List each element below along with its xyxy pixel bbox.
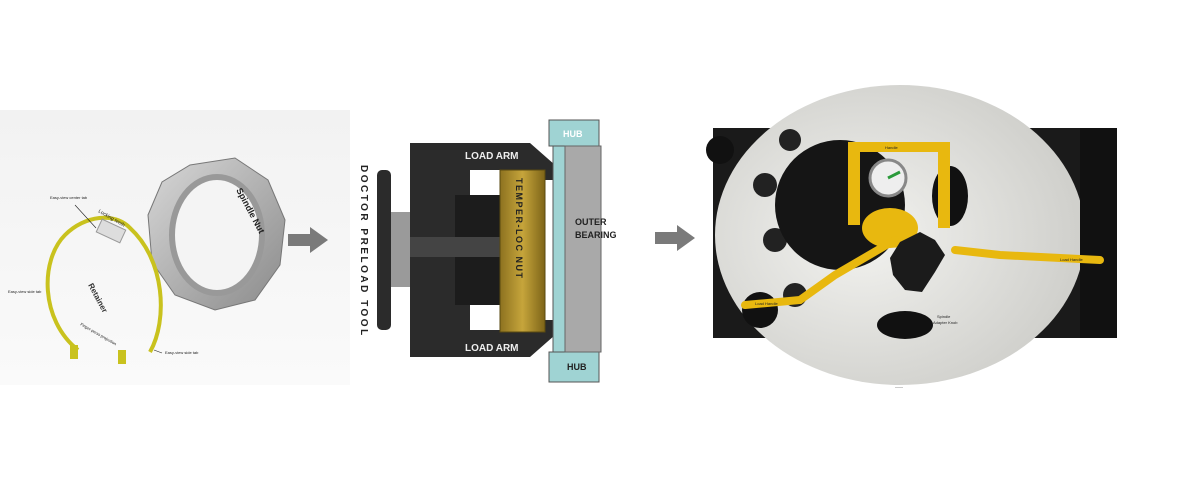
- load-handle-right: [951, 246, 1104, 264]
- load-handle-left: [741, 236, 899, 309]
- finger-press-projection-right: [118, 350, 126, 364]
- spindle-nut: Spindle Nut: [147, 157, 286, 311]
- retainer-panel: Spindle Nut Retainer Locking teeth Easy-…: [0, 110, 350, 385]
- knob-label-1: Spindle: [937, 314, 951, 319]
- outer-bearing: [564, 145, 602, 353]
- tool-name-label: DOCTOR PRELOAD TOOL: [358, 165, 369, 338]
- load-arm-bottom-label: LOAD ARM: [465, 343, 519, 354]
- side-tab-left-label: Easy-view side tab: [8, 289, 42, 294]
- arrow-right-icon: [288, 227, 328, 253]
- tool-body: [410, 143, 555, 357]
- locking-teeth: [95, 218, 127, 244]
- side-tab-right-label: Easy-view side tab: [165, 350, 199, 355]
- hub-top-label: HUB: [563, 129, 583, 139]
- hub-top: [548, 119, 600, 147]
- tool-shaft: [391, 212, 411, 287]
- tool-disc: [377, 170, 391, 330]
- temper-loc-nut: [499, 169, 546, 333]
- load-arm-top-label: LOAD ARM: [465, 151, 519, 162]
- tool-photo: Handle Load Handle Load Handle Spindle A…: [706, 85, 1117, 385]
- center-tab-label: Easy-view center tab: [50, 195, 88, 200]
- load-handle-right-label: Load Handle: [1060, 257, 1083, 262]
- nut-label: TEMPER-LOC NUT: [514, 178, 524, 280]
- load-handle-left-label: Load Handle: [755, 301, 778, 306]
- knob-label-2: Adapter Knob: [933, 320, 958, 325]
- outer-bearing-label-1: OUTER: [575, 217, 607, 227]
- outer-bearing-label-2: BEARING: [575, 230, 617, 240]
- hub-bottom-label: HUB: [567, 362, 587, 372]
- finger-press-projection-left: [70, 345, 78, 359]
- handle-label: Handle: [885, 145, 898, 150]
- handle: [848, 142, 950, 228]
- hub-bottom: [548, 351, 600, 383]
- arrow-right-icon: [655, 225, 695, 251]
- preload-tool-diagram: DOCTOR PRELOAD TOOL TEMPER-LOC NUT LOAD …: [358, 119, 617, 383]
- adapter-knob: [890, 232, 945, 292]
